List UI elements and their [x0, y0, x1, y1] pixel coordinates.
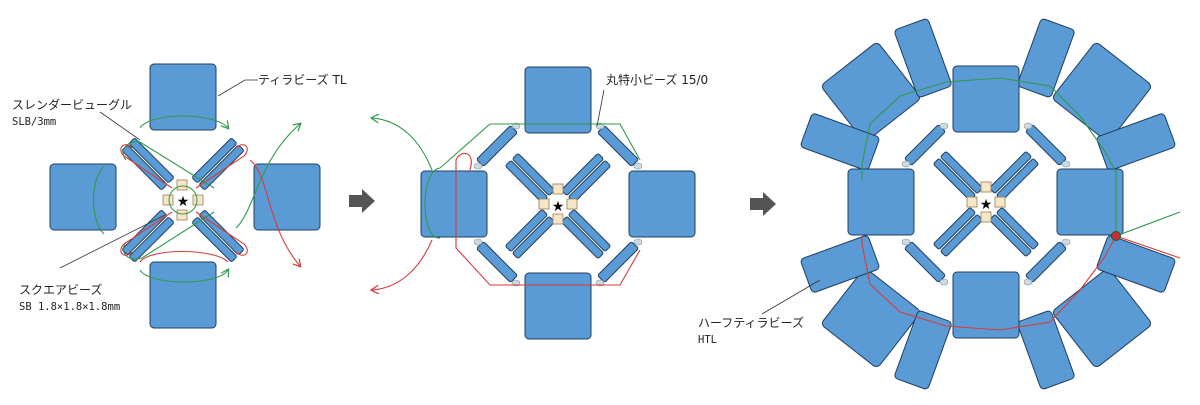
- thread-red-p2: [372, 152, 641, 290]
- inner-bugles-3: [933, 151, 1039, 257]
- label-slender-sub: SLB/3mm: [12, 116, 57, 128]
- label-square-sub: SB 1.8×1.8×1.8mm: [19, 301, 121, 313]
- center-star-3: ★: [980, 197, 993, 213]
- tila-bead-right: [253, 163, 321, 231]
- tila-bead-right-2: [628, 170, 696, 238]
- label-slender: スレンダービューグル: [12, 98, 133, 112]
- panel-1: ★: [49, 63, 321, 329]
- thread-junction: [1111, 231, 1121, 241]
- label-halftila: ハーフティラビーズ: [698, 316, 804, 330]
- label-maru: 丸特小ビーズ 15/0: [606, 73, 709, 87]
- label-halftila-sub: HTL: [698, 334, 717, 346]
- step-arrow-2: [750, 192, 776, 216]
- inner-bugles-2: [505, 153, 611, 259]
- panel-3: ★: [761, 18, 1181, 390]
- tila-bead-top-2: [524, 66, 592, 134]
- middle-bugles-3: [901, 122, 1071, 286]
- panel-2: ★: [372, 66, 696, 340]
- outer-ring-tiles: [800, 18, 1176, 390]
- thread-red-p1: [120, 144, 300, 266]
- tila-bead-bottom: [149, 261, 217, 329]
- label-square: スクエアビーズ: [19, 283, 103, 297]
- square-beads-3: [966, 181, 1006, 223]
- tila-bead-top: [149, 63, 217, 131]
- thread-green-p1: [93, 115, 301, 283]
- middle-ring-tiles: [847, 65, 1124, 339]
- thread-green-p2: [372, 118, 641, 239]
- tila-bead-left-2: [420, 170, 488, 238]
- outer-bugles-2: [473, 122, 643, 287]
- tila-bead-bottom-2: [524, 272, 592, 340]
- step-arrow-1: [349, 189, 375, 213]
- tila-bead-left: [49, 163, 117, 231]
- center-star-2: ★: [552, 199, 565, 215]
- slender-bugles: [122, 138, 244, 262]
- label-tila: ティラビーズ TL: [258, 73, 347, 87]
- square-beads: [162, 179, 204, 221]
- thread-red-p3: [861, 235, 1181, 331]
- thread-green-p3: [861, 77, 1181, 238]
- center-star: ★: [177, 194, 190, 210]
- square-beads-2: [538, 183, 578, 225]
